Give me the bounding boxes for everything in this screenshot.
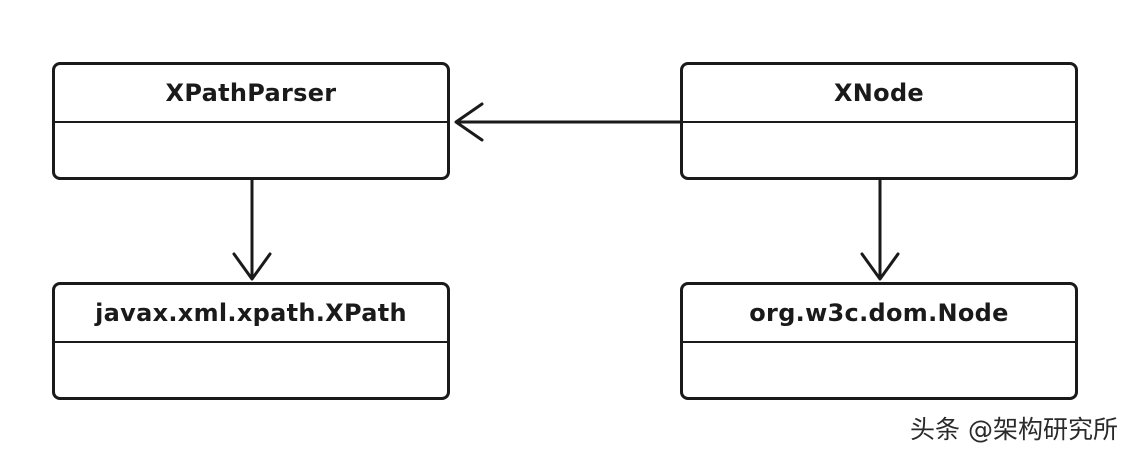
open-arrowhead-icon [860,252,900,281]
open-arrowhead-icon [232,252,272,281]
class-name: org.w3c.dom.Node [683,285,1075,343]
class-name: XNode [683,65,1075,123]
class-box-org-node: org.w3c.dom.Node [680,282,1078,400]
open-arrowhead-icon [454,102,484,142]
class-name: XPathParser [55,65,447,123]
relation-xpathparser-to-xpath [232,180,272,281]
relation-xnode-to-orgnode [860,180,900,281]
class-members [683,123,1075,177]
class-members [683,343,1075,397]
class-box-xpathparser: XPathParser [52,62,450,180]
relation-xnode-to-xpathparser [454,102,680,142]
watermark-text: 头条 @架构研究所 [910,415,1118,444]
class-box-xnode: XNode [680,62,1078,180]
class-members [55,343,447,397]
class-box-javax-xpath: javax.xml.xpath.XPath [52,282,450,400]
class-members [55,123,447,177]
class-name: javax.xml.xpath.XPath [55,285,447,343]
